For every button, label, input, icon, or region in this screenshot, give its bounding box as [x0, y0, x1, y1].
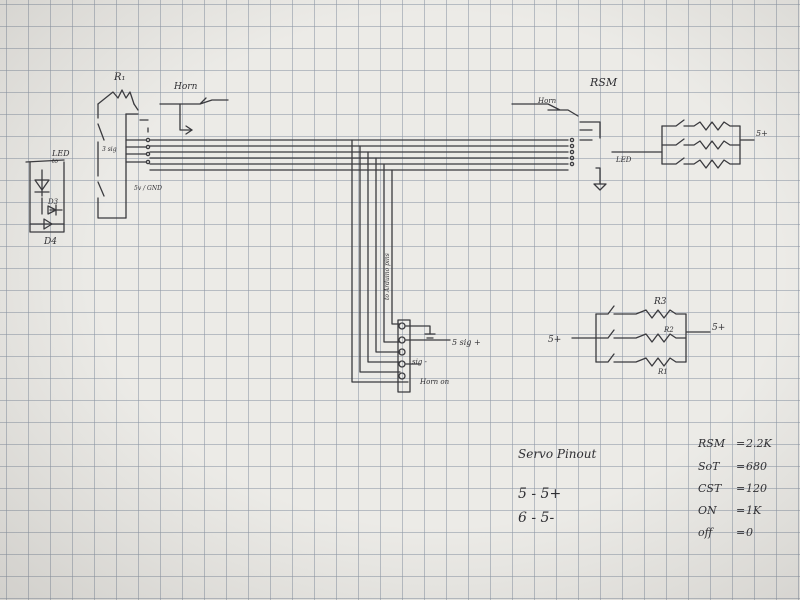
right-resistor-ladder — [661, 119, 755, 169]
servo-pinout-title: Servo Pinout — [518, 447, 596, 461]
value-key-3: CST — [698, 482, 723, 495]
horn-label-right: Horn — [537, 97, 557, 105]
horn-label-left: Horn — [173, 82, 198, 92]
connector-pins — [398, 322, 451, 380]
five-plus-right: 5+ — [756, 129, 768, 138]
pinout-row-1: 5 - 5+ — [518, 486, 561, 502]
resistor-network — [571, 305, 711, 367]
horizontal-bus — [149, 139, 569, 171]
value-val-4: 1K — [746, 504, 762, 517]
led-label-left: LED — [51, 149, 70, 158]
d3-label: D3 — [47, 198, 59, 206]
rsm-title: RSM — [589, 76, 618, 89]
left-switch-block — [97, 89, 229, 219]
sig-label-left: 3 sig — [102, 146, 117, 153]
sig-minus-label: sig - — [412, 358, 428, 366]
vertical-bundle — [351, 139, 411, 393]
led-cluster — [25, 159, 65, 233]
r3-label: R3 — [653, 297, 667, 307]
r2-label: R2 — [663, 326, 674, 334]
led-label-right: LED — [615, 156, 632, 164]
value-val-3: 120 — [746, 482, 767, 495]
five-plus-left-label: 5+ — [548, 335, 561, 345]
value-eq-2: = — [736, 460, 745, 473]
d4-label: D4 — [43, 237, 57, 247]
value-key-1: RSM — [697, 437, 726, 450]
gnd-label-left: 5v / GND — [134, 185, 162, 192]
value-eq-4: = — [736, 504, 745, 517]
value-eq-3: = — [736, 482, 745, 495]
rsm-block — [511, 103, 663, 191]
pinout-row-2: 6 - 5- — [518, 510, 554, 526]
horn-on-label: Horn on — [419, 378, 450, 386]
value-eq-5: = — [736, 526, 745, 539]
value-val-2: 680 — [746, 460, 767, 473]
r1-right-label: R1 — [657, 368, 668, 376]
five-plus-out-label: 5+ — [712, 323, 725, 333]
value-val-5: 0 — [746, 526, 753, 539]
value-eq-1: = — [736, 437, 745, 450]
values-table: RSM = 2.2K SoT = 680 CST = 120 ON = 1K o… — [697, 437, 772, 539]
value-key-2: SoT — [698, 460, 721, 473]
value-key-5: off — [698, 526, 715, 539]
r1-label: R₁ — [113, 72, 126, 83]
value-key-4: ON — [698, 504, 717, 517]
led-to-label: to — [52, 158, 58, 165]
sig-plus-label: 5 sig + — [452, 338, 481, 347]
bundle-label: to Arduino pins — [384, 253, 391, 300]
value-val-1: 2.2K — [745, 437, 772, 450]
